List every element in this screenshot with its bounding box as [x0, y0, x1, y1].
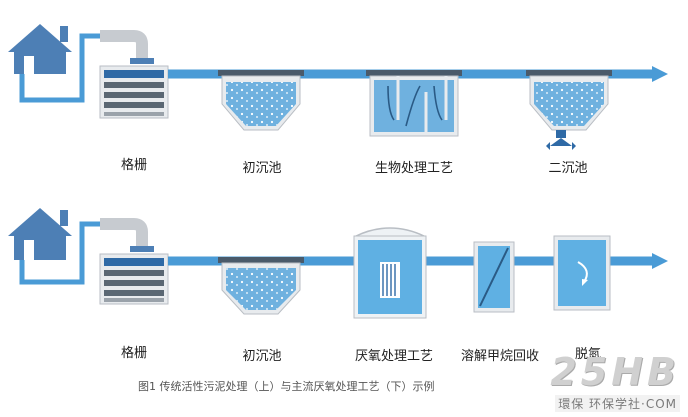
label-anaerobic: 厌氧处理工艺	[354, 349, 434, 364]
flow-arrow-top	[652, 66, 668, 82]
label-primary-clarifier-bottom: 初沉池	[242, 349, 282, 364]
inlet-pipe	[19, 33, 128, 103]
bottom-row	[8, 208, 668, 319]
figure-caption: 图1 传统活性污泥处理（上）与主流厌氧处理工艺（下）示例	[138, 380, 435, 393]
watermark-site: 環保 环保学社·COM	[555, 395, 680, 412]
top-row	[8, 24, 668, 150]
grey-pipe	[100, 30, 148, 60]
grey-pipe	[100, 218, 148, 248]
bio-treatment-tank	[366, 70, 462, 137]
anaerobic-tank	[353, 227, 427, 319]
label-grate-bottom: 格栅	[120, 346, 148, 361]
denitrification-tank	[553, 235, 611, 311]
house-icon	[8, 24, 72, 74]
secondary-clarifier	[526, 70, 612, 150]
primary-clarifier	[218, 70, 304, 131]
label-denitrification: 脱氮	[574, 347, 602, 362]
pipe-valve	[130, 58, 154, 64]
grate-unit	[99, 65, 169, 119]
grate-unit	[99, 253, 169, 305]
label-bio-treatment: 生物处理工艺	[374, 161, 454, 176]
pipe-valve	[130, 246, 154, 252]
house-icon	[8, 208, 72, 260]
sludge-arrow-right-icon	[561, 138, 576, 150]
membrane-icon	[382, 264, 396, 296]
flow-arrow-icon	[433, 85, 443, 121]
inlet-pipe	[19, 221, 128, 285]
flow-arrow-icon	[387, 85, 395, 121]
methane-recovery-unit	[473, 241, 515, 313]
sludge-arrow-left-icon	[546, 138, 561, 150]
flow-arrow-icon	[405, 85, 421, 127]
watermark-logo: 25HB	[550, 350, 680, 394]
label-primary-clarifier-top: 初沉池	[242, 161, 282, 176]
primary-clarifier	[218, 257, 304, 315]
label-secondary-clarifier: 二沉池	[548, 161, 588, 176]
flow-arrow-bottom	[652, 253, 668, 269]
label-methane-recovery: 溶解甲烷回收	[460, 349, 540, 364]
label-grate-top: 格栅	[120, 158, 148, 173]
